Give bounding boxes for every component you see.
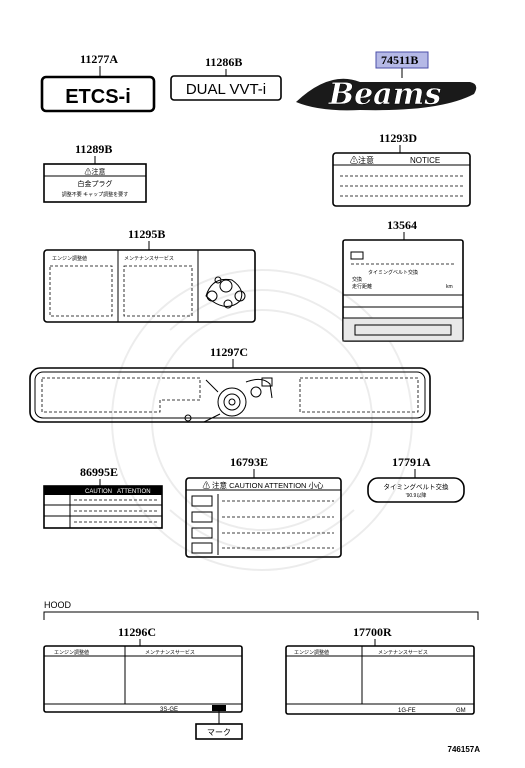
label-17700R-header2: メンテナンスサービス bbox=[378, 649, 428, 656]
label-13564-line3: 走行距離 bbox=[352, 283, 372, 290]
label-86995E-attention: ATTENTION bbox=[117, 489, 151, 495]
engine-component-diagram bbox=[184, 377, 273, 423]
label-notice-outline bbox=[332, 152, 471, 207]
label-11296C-outline bbox=[43, 645, 243, 713]
part-number-86995E[interactable]: 86995E bbox=[80, 465, 118, 479]
label-13564-line2: 交換 bbox=[352, 276, 362, 283]
label-notice-caution: ⚠注意 bbox=[350, 155, 374, 165]
part-number-13564[interactable]: 13564 bbox=[387, 218, 417, 232]
text-area bbox=[123, 265, 193, 317]
part-number-11289B[interactable]: 11289B bbox=[75, 142, 112, 156]
small-box bbox=[350, 251, 364, 260]
part-number-11293D[interactable]: 11293D bbox=[379, 131, 417, 145]
emblem-dualvvt-text: DUAL VVT-i bbox=[186, 81, 266, 98]
text-area-right bbox=[299, 377, 419, 413]
tear-off-section bbox=[342, 317, 464, 342]
label-11289B-outline bbox=[43, 163, 147, 203]
mark-callout-text: マーク bbox=[207, 728, 231, 737]
figure-id: 746157A bbox=[448, 745, 481, 754]
label-16793E-rows bbox=[191, 494, 334, 555]
mark-patch bbox=[212, 705, 226, 711]
label-17700R-outline bbox=[285, 645, 475, 715]
label-17791A-line1: タイミングベルト交換 bbox=[384, 482, 450, 491]
emblem-dualvvt-outline bbox=[170, 75, 282, 101]
group-label-hood: HOOD bbox=[44, 600, 72, 610]
emblem-etcs-outline bbox=[40, 75, 156, 113]
watermark-crest bbox=[111, 269, 413, 571]
label-17791A-line2: '90.9以降 bbox=[406, 492, 427, 499]
part-number-74511B[interactable]: 74511B bbox=[381, 53, 418, 67]
text-area-left bbox=[41, 377, 201, 413]
label-11289B-line2: 調整不要 キャップ調整を要す bbox=[62, 191, 128, 198]
emblem-beams-text: Beams bbox=[328, 77, 442, 112]
label-11289B-line1: 白金プラグ bbox=[78, 179, 113, 188]
label-11295B-outline bbox=[43, 249, 256, 323]
label-13564-line1: タイミングベルト交換 bbox=[368, 269, 418, 276]
part-number-11296C[interactable]: 11296C bbox=[118, 625, 156, 639]
emblem-etcs-text: ETCS-i bbox=[65, 86, 131, 108]
part-number-16793E[interactable]: 16793E bbox=[230, 455, 268, 469]
hood-bracket bbox=[43, 611, 479, 620]
text-area bbox=[49, 265, 113, 317]
part-number-17791A[interactable]: 17791A bbox=[392, 455, 431, 469]
part-number-11277A[interactable]: 11277A bbox=[80, 52, 118, 66]
label-11295B-header2: メンテナンスサービス bbox=[124, 255, 174, 262]
label-86995E-caution: CAUTION bbox=[85, 489, 112, 495]
label-11289B-caution: ⚠注意 bbox=[85, 167, 106, 176]
part-number-11297C[interactable]: 11297C bbox=[210, 345, 248, 359]
label-17791A-outline bbox=[367, 477, 465, 503]
label-17700R-gm: GM bbox=[456, 708, 466, 714]
label-notice-title: NOTICE bbox=[410, 156, 440, 165]
label-11297C-inner bbox=[34, 371, 426, 419]
mark-callout-box bbox=[195, 723, 243, 740]
part-number-11286B[interactable]: 11286B bbox=[205, 55, 242, 69]
part-number-11295B[interactable]: 11295B bbox=[128, 227, 165, 241]
label-16793E-outline bbox=[185, 477, 342, 558]
label-11297C-outline bbox=[29, 367, 431, 423]
label-11296C-header1: エンジン調整値 bbox=[54, 649, 89, 656]
tear-off-box bbox=[354, 324, 452, 336]
label-16793E-header: ⚠ 注意 CAUTION ATTENTION 小心 bbox=[202, 480, 324, 490]
belt-routing-diagram bbox=[205, 276, 246, 309]
label-86995E-header bbox=[44, 486, 162, 495]
label-11295B-header1: エンジン調整値 bbox=[52, 255, 87, 262]
label-17700R-engine: 1G-FE bbox=[398, 708, 416, 714]
band bbox=[342, 294, 464, 308]
part-number-17700R[interactable]: 17700R bbox=[353, 625, 392, 639]
label-11296C-header2: メンテナンスサービス bbox=[145, 649, 195, 656]
emblem-beams-shape bbox=[296, 78, 477, 111]
label-17700R-header1: エンジン調整値 bbox=[294, 649, 329, 656]
label-13564-unit: km bbox=[446, 284, 453, 290]
label-11296C-engine: 3S-GE bbox=[160, 707, 178, 713]
